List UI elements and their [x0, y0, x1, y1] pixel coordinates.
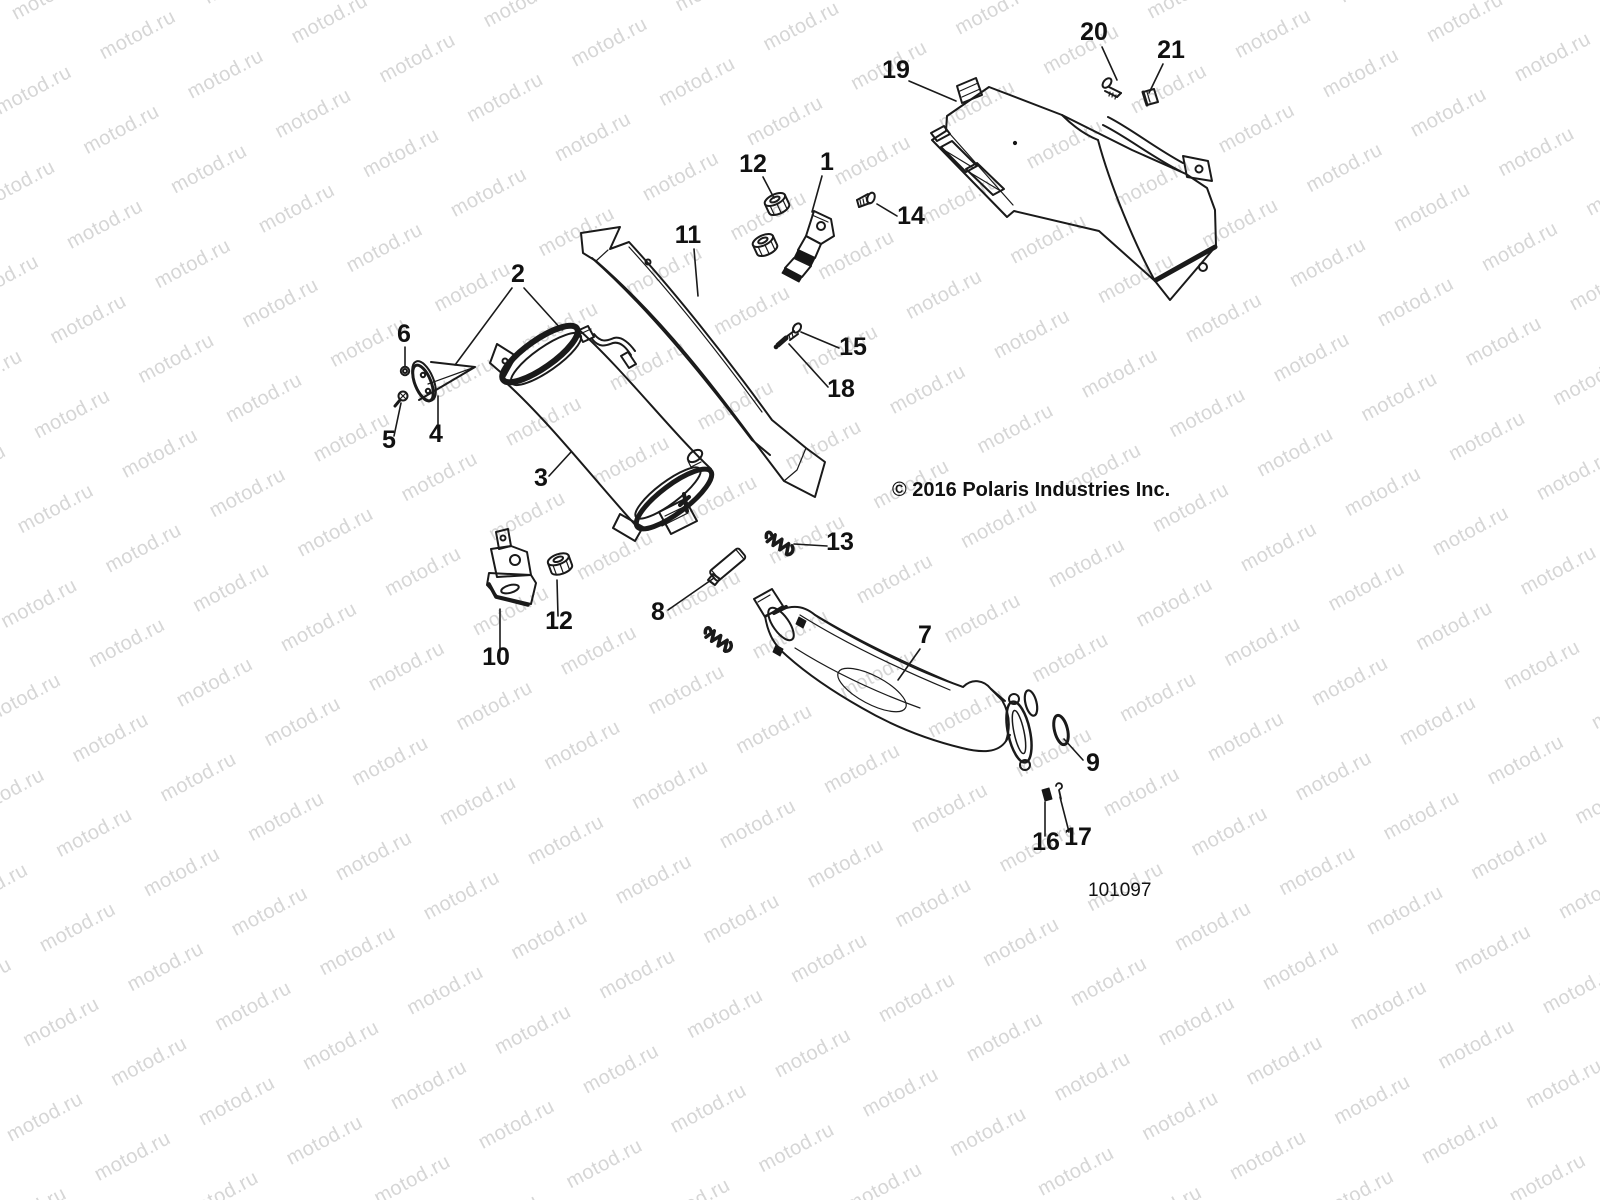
leader-line-17 [1059, 796, 1070, 833]
callout-6: 6 [397, 320, 411, 348]
callout-18: 18 [827, 375, 855, 403]
part-grommet-upper-a [761, 189, 793, 219]
part-slip-pipe [707, 547, 747, 586]
part-spring-13b [703, 626, 733, 654]
callout-9: 9 [1086, 749, 1100, 777]
part-hanger-bracket [781, 210, 835, 283]
part-grommet-upper-b [749, 230, 781, 260]
leader-line-14 [876, 203, 898, 217]
part-pin-17 [1055, 782, 1063, 800]
leader-line-3 [548, 451, 572, 477]
callout-21: 21 [1157, 36, 1185, 64]
part-clamp-lower [545, 549, 575, 579]
part-exhaust-pipe [753, 588, 1033, 771]
leader-line-1 [811, 175, 823, 213]
callout-3: 3 [534, 464, 548, 492]
callout-5: 5 [382, 426, 396, 454]
callout-16: 16 [1032, 828, 1060, 856]
part-muffler-heat-shield [580, 226, 826, 498]
callout-4: 4 [429, 420, 443, 448]
part-o-rings [1023, 689, 1070, 747]
part-nut-6 [399, 365, 411, 377]
part-bolt-20 [1101, 77, 1122, 100]
leader-line-18 [788, 343, 829, 388]
leader-line-12-lower [556, 579, 559, 617]
callout-15: 15 [839, 333, 867, 361]
callout-10: 10 [482, 643, 510, 671]
leader-line-20 [1101, 46, 1118, 81]
leader-line-11 [693, 248, 699, 297]
callout-7: 7 [918, 621, 932, 649]
callout-8: 8 [651, 598, 665, 626]
part-screw-14 [856, 191, 876, 208]
callout-20: 20 [1080, 18, 1108, 46]
part-muffler [489, 322, 715, 542]
part-upper-heat-shield [930, 77, 1218, 301]
callout-11: 11 [675, 221, 702, 249]
callout-14: 14 [897, 202, 925, 230]
leader-line-19 [908, 80, 957, 102]
leader-line-13 [793, 543, 828, 547]
leader-line-15 [800, 331, 840, 349]
part-stud-18 [773, 335, 789, 350]
callout-17: 17 [1064, 823, 1092, 851]
callout-12-lower: 12 [545, 607, 573, 635]
callout-1: 1 [820, 148, 834, 176]
leader-line-9 [1063, 738, 1084, 761]
leader-line-5 [393, 402, 402, 437]
leader-line-12-upper [762, 176, 775, 199]
part-bolt-15 [785, 322, 803, 341]
part-screw-5 [393, 390, 409, 408]
callout-12-upper: 12 [739, 150, 767, 178]
leader-line-8 [667, 577, 715, 611]
leader-line-21 [1148, 63, 1164, 94]
part-clip-16 [1041, 787, 1053, 802]
copyright-text: © 2016 Polaris Industries Inc. [892, 479, 1170, 501]
leader-line-2 [523, 287, 563, 331]
callout-19: 19 [882, 56, 910, 84]
part-support-bracket [486, 528, 537, 607]
leader-line-7 [897, 648, 921, 681]
callout-2: 2 [511, 260, 525, 288]
part-spring-13a [764, 530, 795, 557]
callout-13: 13 [826, 528, 854, 556]
leader-line-2 [454, 287, 513, 366]
part-deflector-cone [411, 360, 476, 403]
figure-number: 101097 [1088, 880, 1151, 901]
